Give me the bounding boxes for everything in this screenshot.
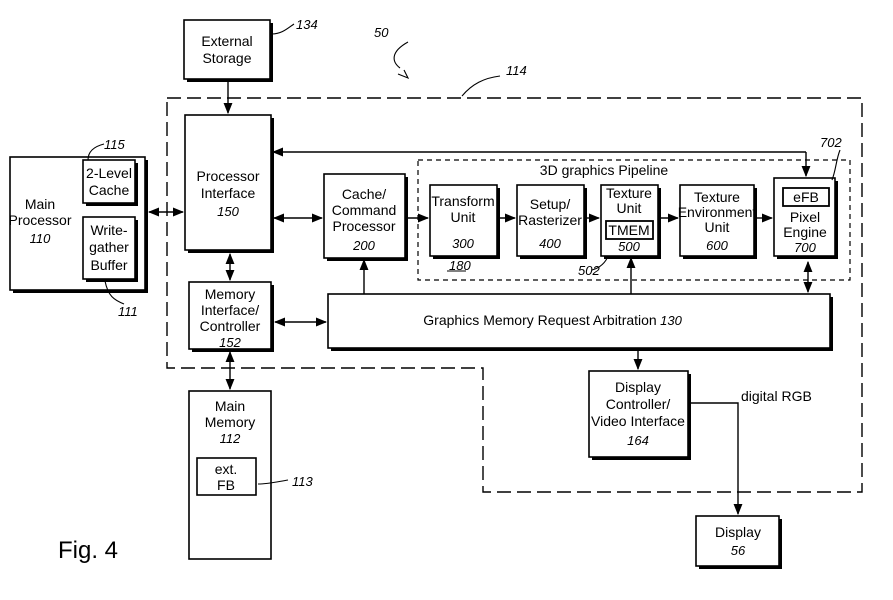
svg-text:Setup/Rasterizer: Setup/Rasterizer [518, 196, 582, 228]
svg-text:164: 164 [627, 433, 649, 448]
setup-rasterizer-block: Setup/Rasterizer 400 [516, 184, 587, 259]
svg-text:112: 112 [220, 431, 241, 446]
svg-text:200: 200 [352, 238, 375, 253]
ref-702: 702 [820, 135, 842, 150]
ref-134: 134 [296, 17, 318, 32]
ref-111: 111 [118, 304, 138, 319]
svg-text:Display: Display [715, 524, 761, 540]
svg-text:ext.FB: ext.FB [215, 461, 238, 493]
digital-rgb-label: digital RGB [741, 388, 812, 404]
svg-text:152: 152 [219, 335, 241, 350]
efb-block: eFB [782, 187, 830, 207]
svg-text:500: 500 [618, 239, 640, 254]
reference-leaders [87, 23, 841, 485]
system-boundary [166, 97, 863, 493]
svg-text:TMEM: TMEM [608, 222, 649, 238]
svg-text:150: 150 [217, 204, 239, 219]
svg-text:300: 300 [452, 236, 474, 251]
svg-text:700: 700 [794, 240, 816, 255]
svg-text:400: 400 [539, 236, 561, 251]
pipeline-title: 3D graphics Pipeline [540, 162, 669, 178]
connections [147, 79, 813, 516]
ref-115: 115 [104, 137, 125, 152]
figure-label: Fig. 4 [58, 537, 118, 564]
ext-fb-block: ext.FB [196, 457, 257, 496]
arbitration-block: Graphics Memory Request Arbitration 130 [327, 293, 833, 351]
svg-text:eFB: eFB [793, 189, 819, 205]
ref-113: 113 [292, 474, 313, 489]
ref-114: 114 [506, 63, 527, 78]
ref-180: 180 [449, 258, 471, 273]
ref-502: 502 [578, 263, 600, 278]
svg-text:130: 130 [660, 313, 682, 328]
svg-text:110: 110 [30, 231, 51, 246]
tmem-block: TMEM [605, 220, 654, 240]
svg-text:56: 56 [731, 543, 746, 558]
svg-text:600: 600 [706, 238, 728, 253]
display-block: Display 56 [695, 515, 782, 569]
ref-50: 50 [374, 25, 389, 40]
svg-text:Graphics Memory Request Arbitr: Graphics Memory Request Arbitration [423, 312, 656, 328]
